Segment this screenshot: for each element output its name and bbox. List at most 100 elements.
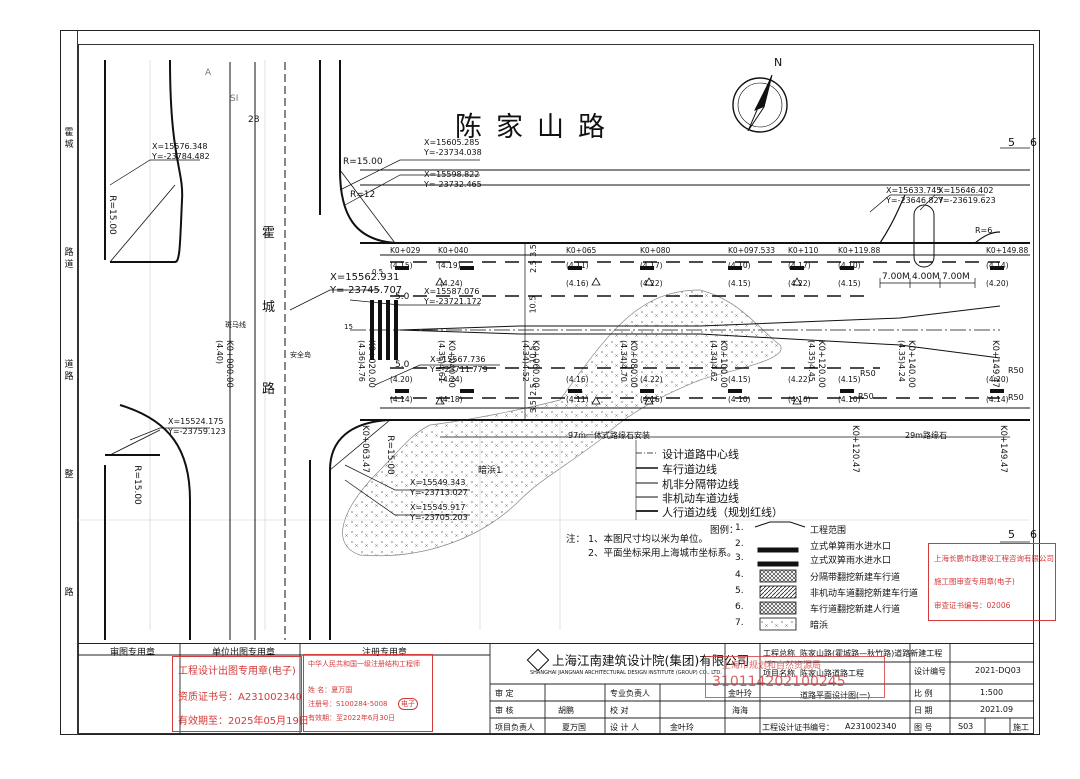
elev-center: (4.34)4.62 (709, 340, 718, 382)
coord-x: X=15646.402 (938, 186, 994, 195)
symbol-legend-no: 4. (735, 570, 744, 580)
drawing-name: 道路平面设计图(一) (800, 691, 871, 700)
station-center: K0+100.00 (718, 340, 728, 388)
station-top: K0+040 (438, 246, 469, 255)
dim: 15 (344, 323, 353, 331)
project-name-label: 项目名称 (763, 669, 795, 678)
lane-dim: 3.5 (528, 400, 538, 413)
dim: 5.0 (395, 292, 410, 302)
lane-dim: 3.5 (528, 244, 538, 257)
side-label: 路 (64, 588, 74, 598)
coord-x: X=15545.917 (410, 503, 466, 512)
role-label: 校 对 (610, 706, 629, 715)
symbol-legend-label: 图例： (710, 525, 739, 536)
reg-seal-line: 中华人民共和国一级注册结构工程师 (308, 660, 420, 668)
station-bottom: K0+149.47 (998, 425, 1008, 473)
coord-y: Y=-23646.827 (886, 196, 944, 205)
side-strip (60, 30, 78, 735)
signature-name: 胡鹏 (558, 706, 574, 715)
width-dim: 7.00M (882, 272, 910, 282)
role-label: 专业负责人 (610, 689, 650, 698)
coord-x: X=15549.343 (410, 478, 466, 487)
coord-y: Y=-23732.465 (424, 180, 482, 189)
title-block (78, 643, 1034, 735)
signature-name: 海海 (732, 706, 748, 715)
review-stamp-line: 施工图审查专用章(电子) (934, 577, 1015, 586)
radius-dim: R=15.00 (106, 195, 117, 235)
coord-y: Y=-23734.038 (424, 148, 482, 157)
station-top: K0+149.88 (986, 246, 1029, 255)
station-center: K0+080.00 (628, 340, 638, 388)
field-label: 比 例 (914, 689, 933, 698)
station-center: K0+020.00 (366, 340, 376, 388)
symbol-legend-no: 5. (735, 586, 744, 596)
elev-bottom-2: (4.16) (640, 395, 663, 404)
cross-road-char: 路 (262, 382, 276, 397)
station-center: K0+000.00 (224, 340, 234, 388)
coord-y: Y=-23713.027 (410, 488, 468, 497)
station-top: K0+065 (566, 246, 597, 255)
radius-dim: R=15.00 (384, 435, 395, 475)
misc-label: A (205, 68, 212, 78)
elev-center: (4.36)4.76 (357, 340, 366, 382)
radius-dim: R=15.00 (131, 465, 142, 505)
line-legend-item: 人行道边线（规划红线） (662, 506, 783, 519)
elev-bottom: (4.15) (728, 375, 751, 384)
dim: 5.0 (395, 360, 410, 370)
elev-top: (4.15) (390, 261, 413, 270)
grid-ref: 5 (1008, 136, 1015, 149)
coord-y: Y=-23619.623 (938, 196, 996, 205)
elev-top: (4.19) (438, 261, 461, 270)
side-label: 道 (64, 360, 74, 370)
segment-dim: 29m路缘石 (905, 431, 947, 440)
date: 2021.09 (980, 705, 1014, 714)
unit-seal-line: 工程设计出图专用章(电子) (178, 666, 296, 677)
role-label: 审 定 (495, 689, 514, 698)
misc-label: SI (230, 94, 239, 104)
symbol-legend-text: 分隔带翻挖新建车行道 (810, 573, 901, 583)
elev-bottom: (4.20) (986, 375, 1009, 384)
width-dim: 7.00M (942, 272, 970, 282)
radius-dim: R=6 (975, 226, 993, 235)
notes-label: 注： (566, 534, 586, 545)
station-bottom: K0+120.47 (850, 425, 860, 473)
radius-dim: R=15.00 (343, 157, 383, 167)
scale: 1:500 (980, 688, 1004, 697)
elev-top-2: (4.16) (566, 279, 589, 288)
side-label: 霍 (64, 128, 74, 138)
coord-x: X=15524.175 (168, 417, 224, 426)
north-label: N (774, 56, 783, 69)
cross-road-char: 城 (262, 300, 276, 315)
elev-bottom-2: (4.10) (838, 395, 861, 404)
cross-road-char: 霍 (262, 226, 276, 241)
dim: 0.5 (372, 268, 384, 276)
sheet-no: S03 (958, 722, 974, 731)
coord-y: Y=-23711.779 (430, 365, 488, 374)
radius-dim: R=12 (350, 190, 376, 200)
role-label: 项目负责人 (495, 723, 535, 732)
symbol-legend-text: 立式单箅雨水进水口 (810, 542, 892, 552)
crosswalk-label: 斑马线 (225, 321, 246, 329)
dim: R50 (858, 392, 874, 401)
company-name-en: SHANGHAI JIANGNAN ARCHITECTURAL DESIGN I… (530, 670, 722, 676)
station-top: K0+110 (788, 246, 819, 255)
dim: R50 (1008, 393, 1024, 402)
coord-x: X=15562.931 (330, 272, 400, 283)
reg-seal-line: 有效期：至2022年6月30日 (308, 714, 396, 722)
grid-ref: 6 (1030, 528, 1037, 541)
station-top: K0+097.533 (728, 246, 775, 255)
safety-island-label: 安全岛 (290, 351, 311, 359)
review-stamp-line: 审查证书编号：02006 (934, 601, 1011, 610)
signature-name: 金叶玲 (728, 689, 752, 698)
coord-x: X=15576.348 (152, 142, 208, 151)
station-center: K0+140.00 (906, 340, 916, 388)
symbol-legend-text: 暗浜 (810, 621, 829, 631)
stage: 施工 (1013, 723, 1029, 732)
coord-y: Y=-23721.172 (424, 297, 482, 306)
symbol-legend-no: 3. (735, 553, 744, 563)
elev-top-2: (4.15) (728, 279, 751, 288)
review-stamp-line: 上海长鹏市政建设工程咨询有限公司 (934, 554, 1054, 563)
review-stamp-header: 审图专用章 (110, 648, 156, 658)
coord-x: X=15605.285 (424, 138, 480, 147)
